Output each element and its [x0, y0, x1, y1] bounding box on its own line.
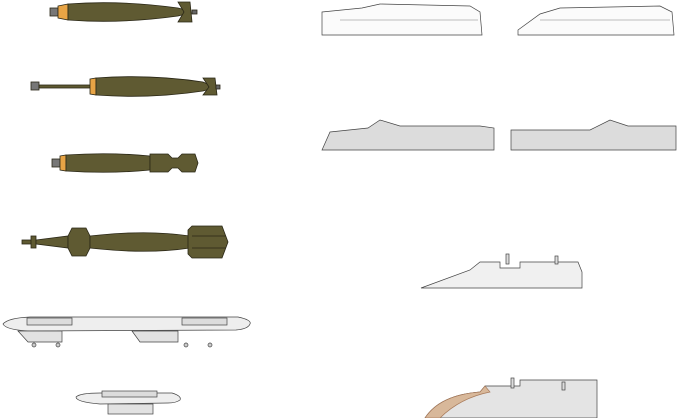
bomb-2: [30, 76, 221, 97]
bomb-3: [51, 153, 199, 173]
pylon-side-view-2: [517, 5, 675, 36]
pylon-grey-2: [510, 119, 677, 151]
fairing-2: [424, 377, 598, 418]
launcher-rail-short: [75, 390, 181, 415]
bomb-4: [21, 225, 229, 259]
fairing-1: [420, 253, 583, 289]
pylon-side-view-1: [321, 3, 483, 36]
pylon-grey-1: [321, 119, 495, 151]
launcher-rail-long: [2, 316, 251, 348]
bomb-1: [49, 1, 198, 23]
